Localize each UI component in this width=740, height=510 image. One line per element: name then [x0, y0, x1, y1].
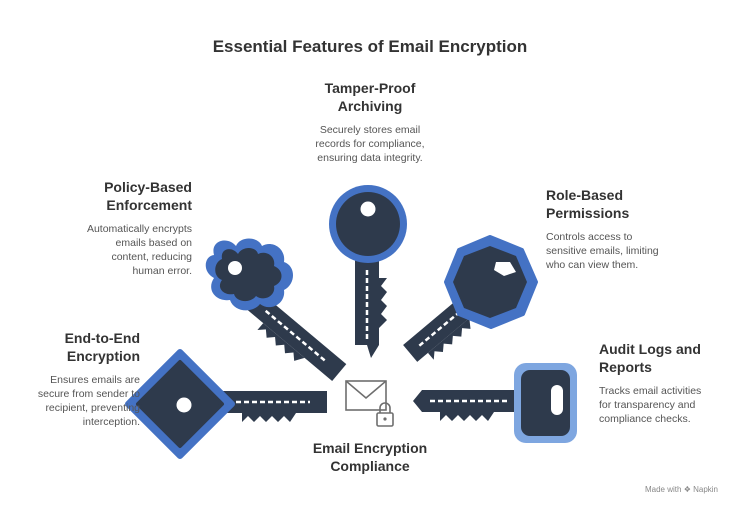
- feature-description: content, reducing: [111, 251, 192, 263]
- feature-description: Controls access to: [546, 231, 633, 243]
- feature-title: Enforcement: [106, 197, 192, 213]
- feature-title: Encryption: [66, 348, 140, 364]
- feature-description: recipient, preventing: [45, 402, 140, 414]
- napkin-logo-icon: ❖: [683, 485, 691, 494]
- feature-audit-logs: Audit Logs and Reports Tracks email acti…: [599, 340, 701, 426]
- feature-title: Audit Logs and: [599, 341, 701, 357]
- flower-key-icon: [205, 238, 347, 382]
- feature-description: Securely stores email: [319, 124, 421, 136]
- feature-description: records for compliance,: [315, 138, 425, 150]
- feature-description: who can view them.: [546, 259, 639, 271]
- feature-description: for transparency and: [599, 399, 696, 411]
- feature-title: Tamper-Proof: [324, 80, 416, 96]
- feature-description: Ensures emails are: [50, 374, 140, 386]
- credit-prefix: Made with: [644, 485, 682, 494]
- feature-title: Permissions: [546, 205, 630, 221]
- center-label: Email Encryption Compliance: [290, 439, 450, 475]
- rectangle-key-icon: [413, 363, 577, 443]
- hexagon-key-icon: [403, 235, 538, 362]
- envelope-lock-icon: [345, 380, 394, 427]
- feature-description: emails based on: [115, 237, 192, 249]
- made-with-credit: Made with ❖ Napkin: [645, 485, 718, 494]
- feature-description: Tracks email activities: [599, 385, 702, 397]
- feature-description: secure from sender to: [37, 388, 140, 400]
- center-label-line: Compliance: [330, 458, 410, 474]
- feature-title: Role-Based: [546, 187, 624, 203]
- feature-description: sensitive emails, limiting: [546, 245, 659, 257]
- round-key-icon: [329, 185, 407, 358]
- feature-role-based: Role-Based Permissions Controls access t…: [546, 186, 659, 272]
- credit-brand: Napkin: [693, 485, 718, 494]
- center-label-line: Email Encryption: [312, 440, 428, 456]
- feature-description: compliance checks.: [599, 413, 691, 425]
- feature-description: Automatically encrypts: [86, 223, 192, 235]
- feature-policy-based: Policy-Based Enforcement Automatically e…: [87, 178, 192, 278]
- feature-description: interception.: [82, 416, 140, 428]
- feature-tamper-proof: Tamper-Proof Archiving Securely stores e…: [290, 79, 450, 165]
- feature-title: Reports: [599, 359, 652, 375]
- feature-title: Archiving: [337, 98, 403, 114]
- page-title: Essential Features of Email Encryption: [212, 37, 528, 56]
- feature-description: human error.: [132, 265, 192, 277]
- feature-title: End-to-End: [64, 330, 140, 346]
- feature-end-to-end: End-to-End Encryption Ensures emails are…: [38, 329, 140, 429]
- diamond-key-icon: [125, 349, 327, 459]
- feature-title: Policy-Based: [104, 179, 192, 195]
- feature-description: ensuring data integrity.: [317, 152, 423, 164]
